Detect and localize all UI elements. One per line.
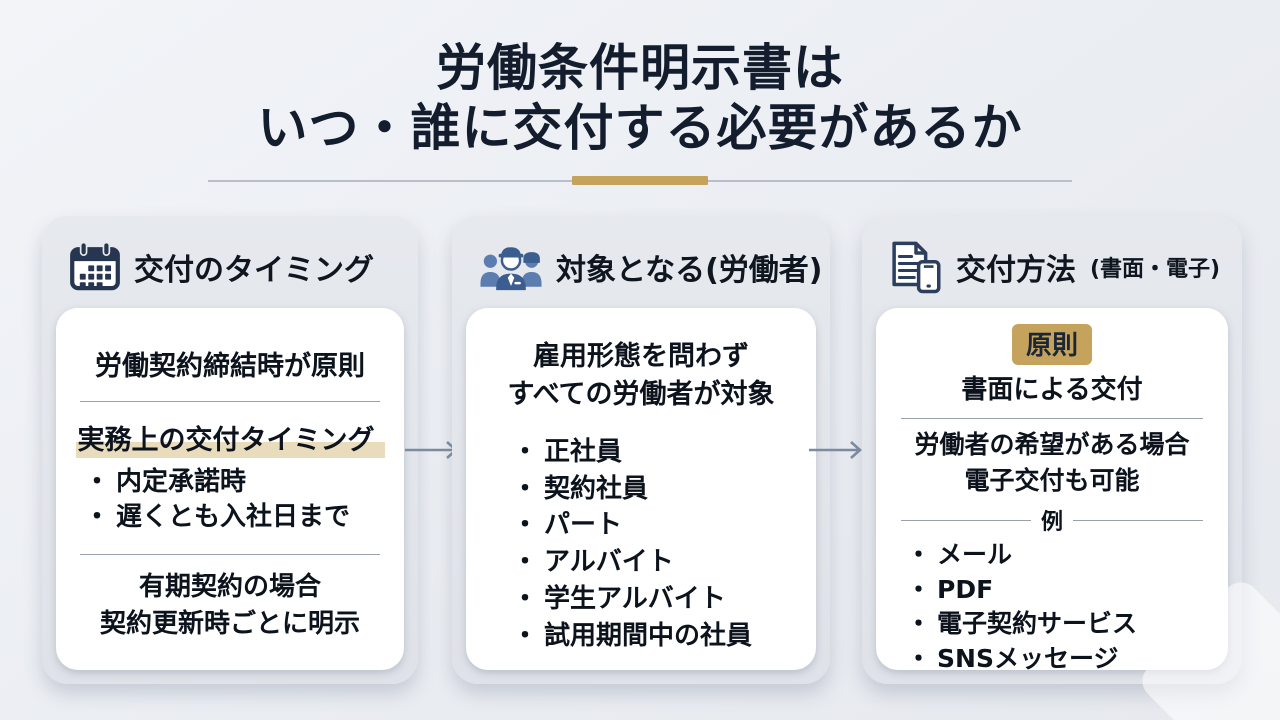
list-item: ・試用期間中の社員 <box>512 621 753 652</box>
list-item: ・電子契約サービス <box>906 609 1138 638</box>
example-divider: 例 <box>900 504 1204 536</box>
timing-practical-title: 実務上の交付タイミング <box>75 418 385 458</box>
example-label: 例 <box>1041 510 1064 535</box>
method-principle: 書面による交付 <box>961 375 1143 405</box>
workers-icon <box>478 242 544 292</box>
divider <box>80 401 380 402</box>
target-lead: 雇用形態を問わず すべての労働者が対象 <box>507 341 775 410</box>
document-phone-icon <box>888 239 944 295</box>
panel-target: 対象となる(労働者) 雇用形態を問わず すべての労働者が対象 ・正社員 ・契約社… <box>452 216 830 684</box>
panel-target-title: 対象となる(労働者) <box>556 253 823 288</box>
list-item: ・契約社員 <box>512 473 649 504</box>
target-list: ・正社員 ・契約社員 ・パート ・アルバイト ・学生アルバイト ・試用期間中の社… <box>466 434 752 655</box>
list-item: ・パート <box>512 510 623 541</box>
list-item: ・正社員 <box>512 436 623 467</box>
timing-practical-list: ・内定承諾時 ・遅くとも入社日まで <box>56 465 350 536</box>
timing-principle: 労働契約締結時が原則 <box>95 351 365 382</box>
divider <box>900 418 1204 419</box>
list-item: ・メール <box>906 540 1013 569</box>
target-card: 雇用形態を問わず すべての労働者が対象 ・正社員 ・契約社員 ・パート ・アルバ… <box>466 308 816 670</box>
slide-title: 労働条件明示書は いつ・誰に交付する必要があるか <box>0 38 1280 158</box>
panel-target-header: 対象となる(労働者) <box>452 216 830 302</box>
method-card: 原則 書面による交付 労働者の希望がある場合 電子交付も可能 例 ・メール ・P… <box>876 308 1228 670</box>
method-list: ・メール ・PDF ・電子契約サービス ・SNSメッセージ <box>876 538 1137 670</box>
title-divider-accent <box>572 176 708 185</box>
panel-timing-title: 交付のタイミング <box>134 253 374 288</box>
flow-arrow-icon <box>809 441 862 459</box>
method-electronic: 労働者の希望がある場合 電子交付も可能 <box>914 430 1190 495</box>
list-item: ・学生アルバイト <box>512 584 726 615</box>
panel-timing-header: 交付のタイミング <box>42 216 418 302</box>
list-item: ・遅くとも入社日まで <box>84 502 351 533</box>
principle-badge: 原則 <box>1011 324 1092 365</box>
title-line-2: いつ・誰に交付する必要があるか <box>257 99 1023 157</box>
panel-method-header: 交付方法 (書面・電子) <box>862 216 1242 302</box>
panel-method-title: 交付方法 <box>956 253 1076 288</box>
calendar-icon <box>68 240 122 294</box>
list-item: ・アルバイト <box>512 547 674 578</box>
list-item: ・内定承諾時 <box>84 467 247 497</box>
timing-card: 労働契約締結時が原則 実務上の交付タイミング ・内定承諾時 ・遅くとも入社日まで… <box>56 308 404 670</box>
divider <box>80 553 380 555</box>
list-item: ・SNSメッセージ <box>906 643 1119 671</box>
panel-method-subtitle: (書面・電子) <box>1090 257 1221 282</box>
timing-fixed-term: 有期契約の場合 契約更新時ごとに明示 <box>99 571 360 640</box>
list-item: ・PDF <box>906 574 994 604</box>
panel-timing: 交付のタイミング 労働契約締結時が原則 実務上の交付タイミング ・内定承諾時 ・… <box>42 216 418 684</box>
panel-method: 交付方法 (書面・電子) 原則 書面による交付 労働者の希望がある場合 電子交付… <box>862 216 1242 684</box>
title-line-1: 労働条件明示書は <box>436 39 844 97</box>
